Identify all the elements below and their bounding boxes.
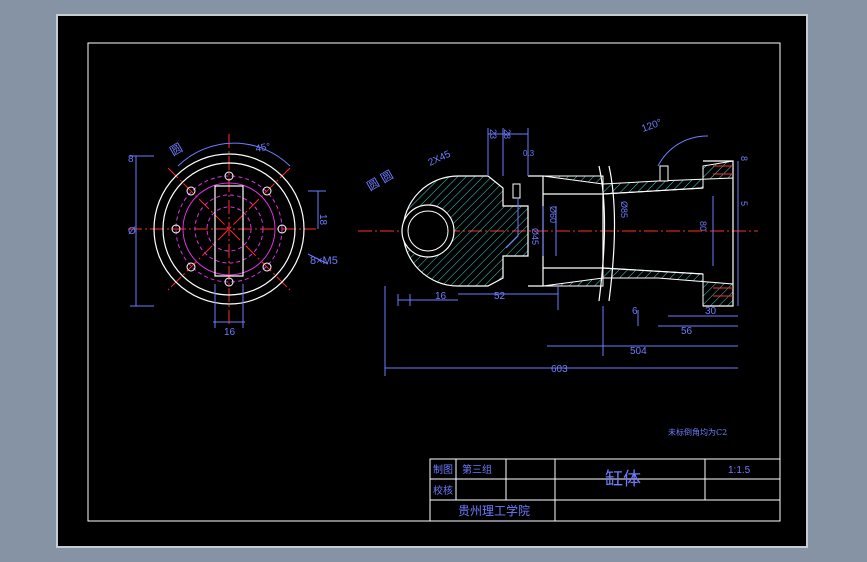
dim-52-text: 52 — [494, 291, 506, 302]
keyway-slot — [214, 185, 244, 277]
drawn-label: 制图 — [433, 463, 453, 476]
top-dim-1: 23 — [488, 129, 498, 139]
holes-note-text: 8×M5 — [310, 255, 338, 267]
dim-6-text: 6 — [632, 306, 638, 317]
dim-56-text: 56 — [681, 326, 693, 337]
cylinder-bore-lines — [602, 187, 704, 275]
school-name: 贵州理工学院 — [458, 503, 530, 518]
bore-circle-1 — [182, 182, 276, 276]
chamfer-note: 未标倒角均为C2 — [668, 427, 727, 437]
section-top-wall — [542, 160, 734, 195]
drawing-sheet: 45° 8 Ø 18 8×M5 16 圆 — [56, 14, 808, 548]
flange-outline — [703, 160, 734, 307]
eye-bore-inner — [407, 210, 449, 252]
left-dim-text: 8 — [128, 154, 134, 165]
eye-bore — [401, 204, 455, 258]
bore-dim-1: Ø45 — [530, 228, 540, 245]
side-label-top: 圆 — [168, 140, 185, 158]
bore-circle-2 — [194, 194, 264, 264]
check-label: 校核 — [433, 484, 453, 497]
section-bottom-wall — [542, 267, 734, 307]
main-label-left: 圆 圆 — [365, 168, 396, 194]
flange-circle — [162, 162, 296, 296]
dim-30-text: 30 — [705, 306, 717, 317]
main-dimension-lines — [384, 128, 739, 376]
side-view: 45° 8 Ø 18 8×M5 16 圆 — [128, 134, 338, 338]
bore-dim-2: Ø60 — [548, 206, 558, 223]
rod-eye-outline — [402, 175, 529, 287]
thread-lines — [713, 165, 733, 297]
dim-16-text: 16 — [435, 291, 447, 302]
dim-504-text: 504 — [630, 346, 647, 357]
main-view: 2X45 23 28 0.3 120° Ø45 Ø60 Ø85 16 52 6 … — [358, 117, 758, 376]
bore-circle-3 — [206, 206, 252, 252]
chamfer-text: 2X45 — [427, 149, 453, 169]
cad-drawing: 45° 8 Ø 18 8×M5 16 圆 — [87, 42, 781, 522]
scale-text: 1:1.5 — [728, 465, 751, 476]
bolt-circle — [175, 175, 283, 283]
dim-603-text: 603 — [551, 364, 568, 375]
group-name: 第三组 — [462, 463, 492, 476]
top-small-dim: 0.3 — [523, 149, 535, 158]
right-dim-8: 8 — [739, 156, 749, 161]
dim-80-text: 80 — [698, 221, 708, 231]
angle-text: 120° — [640, 117, 663, 134]
bottom-dim-text: 16 — [224, 327, 236, 338]
right-dim-text: 18 — [317, 214, 328, 226]
title-block — [429, 458, 781, 522]
side-dimension-lines — [130, 142, 329, 328]
right-dim-5: 5 — [739, 201, 749, 206]
port-hole — [512, 165, 669, 199]
outer-circle — [153, 153, 305, 305]
bolt-holes — [171, 171, 287, 287]
left-dim-text-2: Ø — [128, 226, 136, 237]
inner-frame — [87, 42, 781, 522]
break-line — [598, 165, 616, 302]
part-name: 缸体 — [605, 468, 641, 490]
angle-dim-text: 45° — [255, 141, 272, 154]
top-dim-2: 28 — [502, 129, 512, 139]
neck-dim: Ø85 — [619, 201, 629, 218]
